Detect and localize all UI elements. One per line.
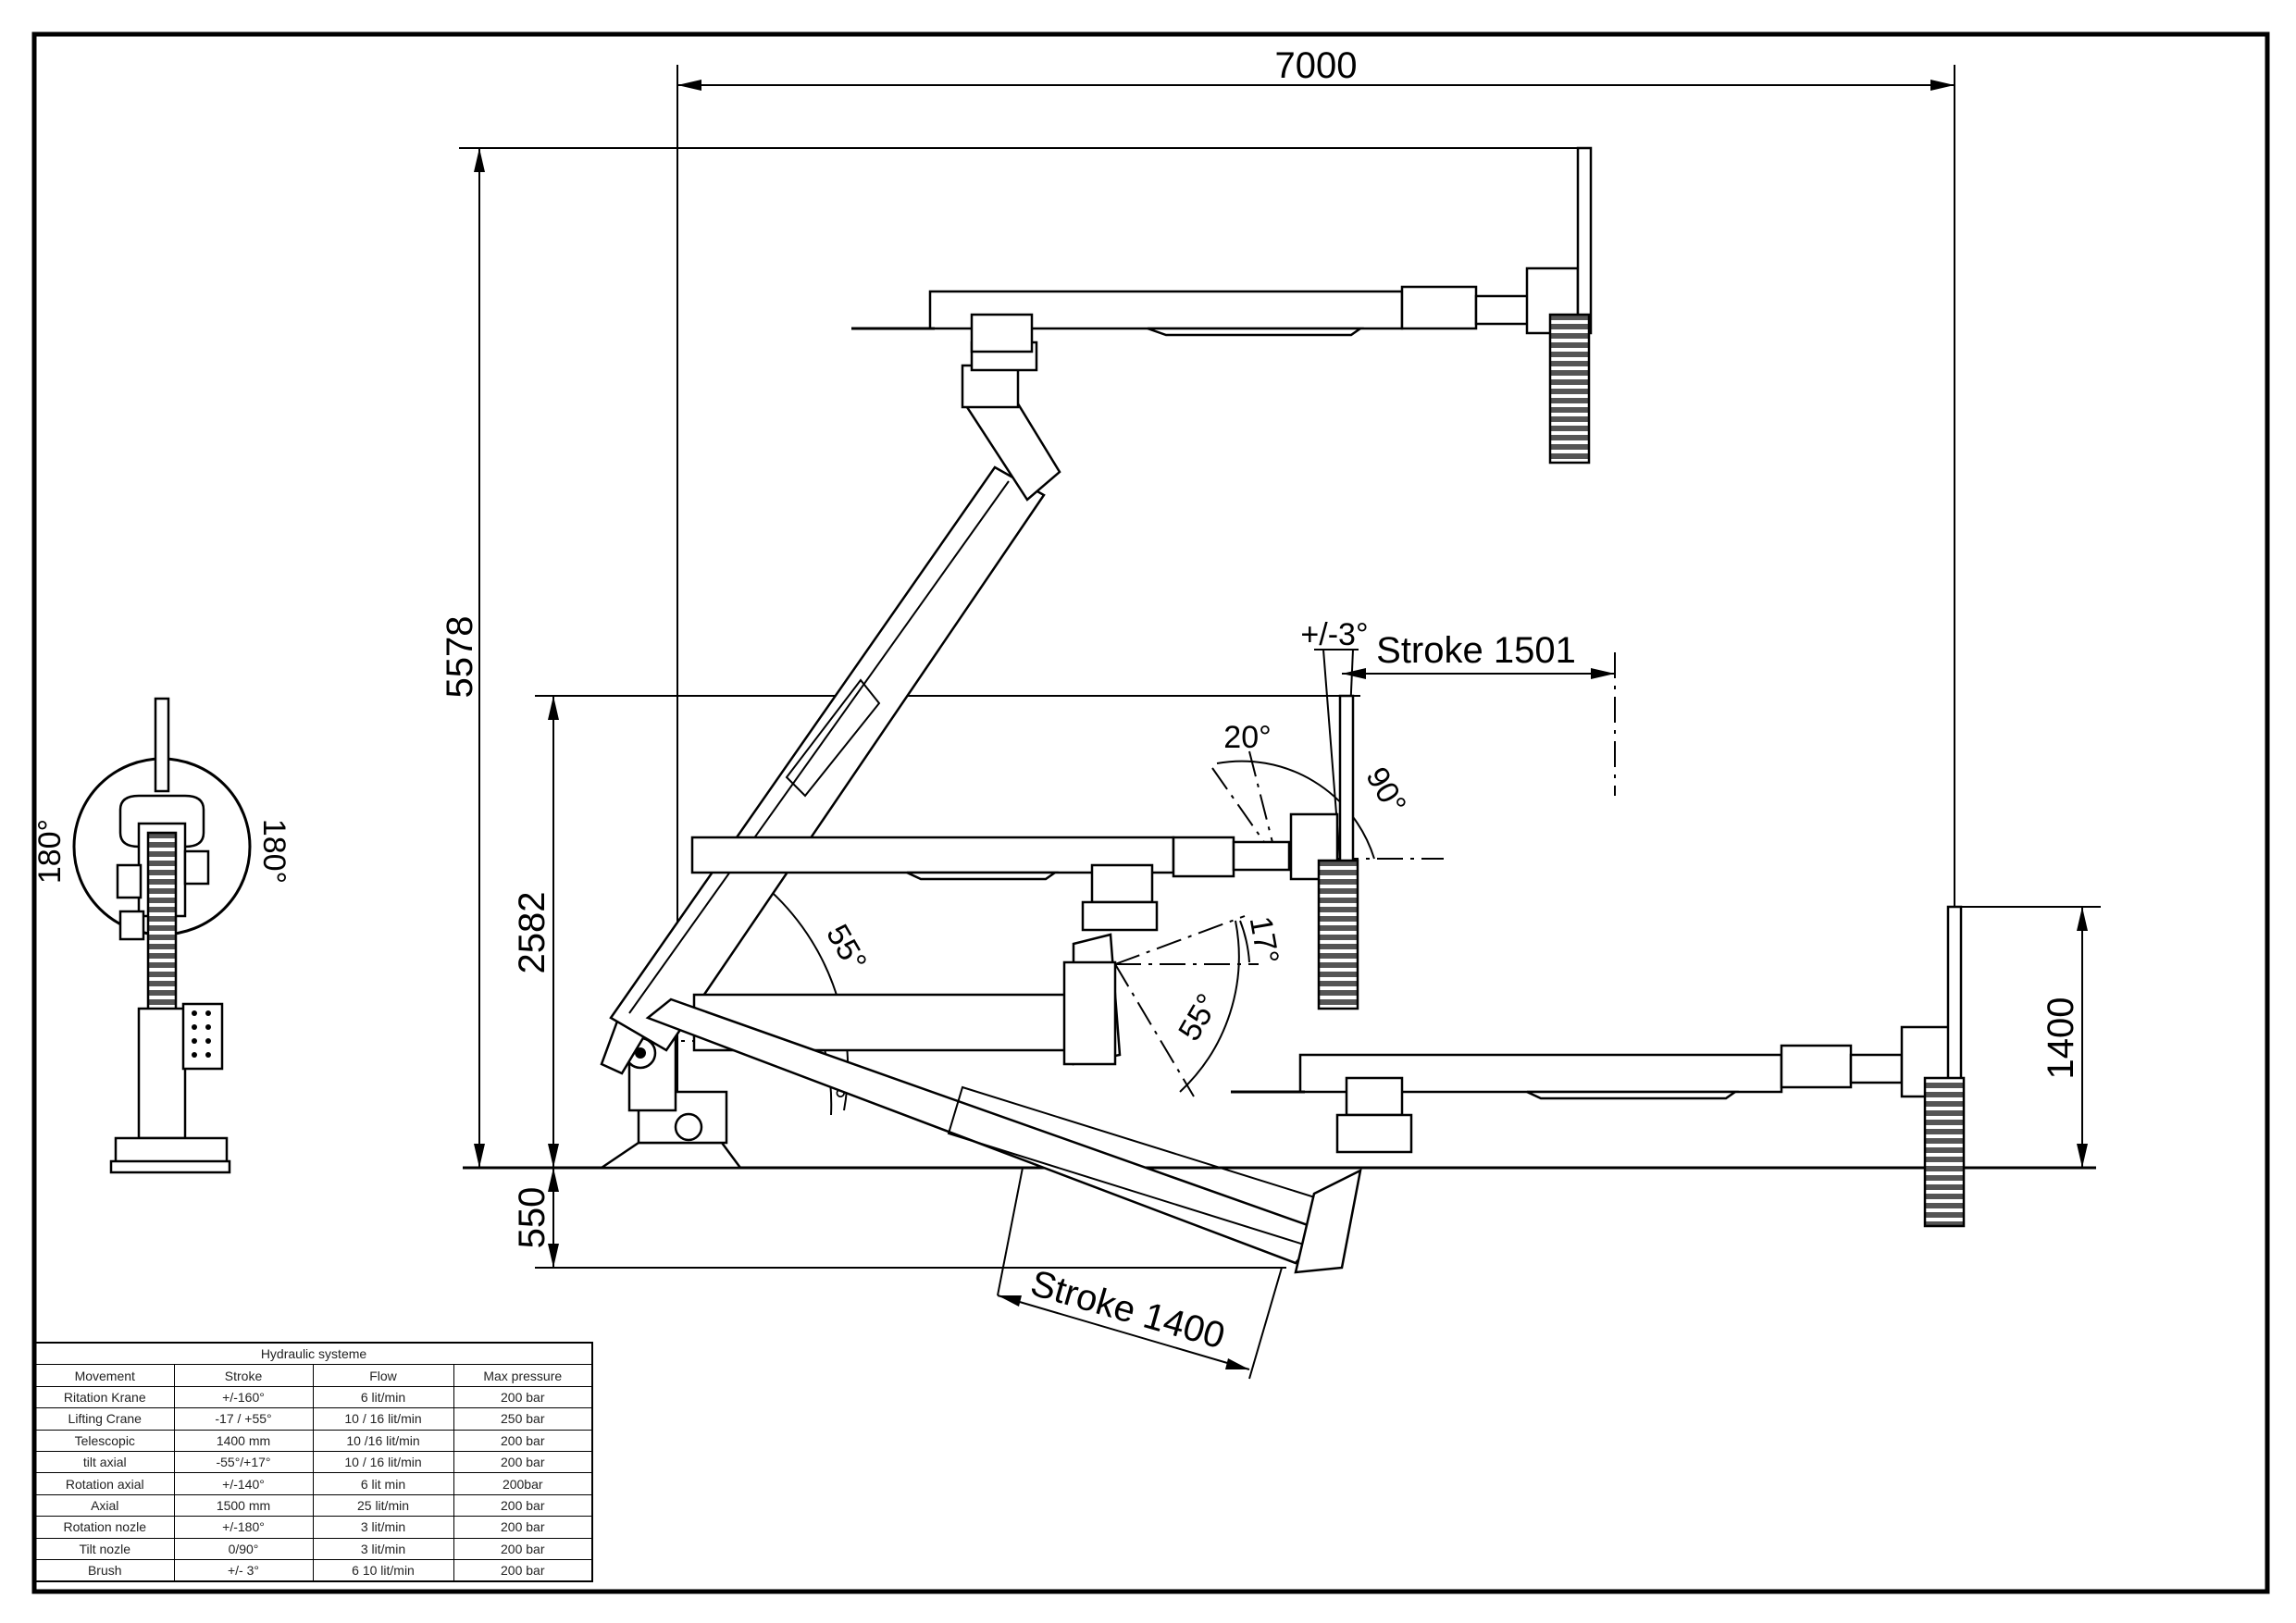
table-cell: -55°/+17° xyxy=(173,1450,314,1474)
angle-nozzle-20: 20° xyxy=(1223,720,1271,755)
table-cell: Brush xyxy=(34,1558,175,1582)
table-cell: 0/90° xyxy=(173,1537,314,1560)
table-cell: 250 bar xyxy=(453,1407,593,1431)
dim-stroke-telescopic: Stroke 1400 xyxy=(1026,1263,1229,1357)
table-cell: 6 lit min xyxy=(312,1472,454,1495)
table-row: tilt axial -55°/+17° 10 / 16 lit/min 200… xyxy=(34,1450,593,1474)
table-title: Hydraulic systeme xyxy=(34,1342,593,1366)
dim-overall-width: 7000 xyxy=(1275,45,1358,86)
col-header-max-pressure: Max pressure xyxy=(453,1364,593,1387)
table-cell: 200 bar xyxy=(453,1450,593,1474)
table-cell: +/-180° xyxy=(173,1516,314,1539)
table-row: Lifting Crane -17 / +55° 10 / 16 lit/min… xyxy=(34,1407,593,1431)
table-cell: 10 / 16 lit/min xyxy=(312,1407,454,1431)
table-cell: 3 lit/min xyxy=(312,1516,454,1539)
col-header-movement: Movement xyxy=(34,1364,175,1387)
dim-mid-height: 2582 xyxy=(512,892,552,974)
table-header-row: Movement Stroke Flow Max pressure xyxy=(34,1364,593,1387)
table-cell: 200 bar xyxy=(453,1516,593,1539)
table-cell: 10 / 16 lit/min xyxy=(312,1450,454,1474)
middle-arm-assembly xyxy=(690,694,1359,1066)
table-cell: 10 /16 lit/min xyxy=(312,1429,454,1452)
dimension-lines xyxy=(459,65,2101,1380)
table-cell: -17 / +55° xyxy=(173,1407,314,1431)
right-arm-assembly xyxy=(1231,905,1966,1228)
table-cell: +/-160° xyxy=(173,1385,314,1409)
table-cell: Telescopic xyxy=(34,1429,175,1452)
table-cell: 25 lit/min xyxy=(312,1493,454,1518)
table-cell: Lifting Crane xyxy=(34,1407,175,1431)
dim-right-height: 1400 xyxy=(2041,997,2081,1080)
boom-lowered xyxy=(645,997,1362,1274)
table-cell: 6 lit/min xyxy=(312,1385,454,1409)
table-row: Telescopic 1400 mm 10 /16 lit/min 200 ba… xyxy=(34,1429,593,1452)
table-cell: Tilt nozle xyxy=(34,1537,175,1560)
dim-stroke-axial: Stroke 1501 xyxy=(1376,630,1576,671)
table-cell: 3 lit/min xyxy=(312,1537,454,1560)
dim-overall-height: 5578 xyxy=(440,616,480,699)
table-cell: +/- 3° xyxy=(173,1558,314,1582)
table-title-row: Hydraulic systeme xyxy=(34,1342,593,1366)
dim-below-ground: 550 xyxy=(512,1187,552,1249)
table-row: Rotation nozle +/-180° 3 lit/min 200 bar xyxy=(34,1516,593,1539)
table-cell: 1400 mm xyxy=(173,1429,314,1452)
table-cell: 200 bar xyxy=(453,1429,593,1452)
table-row: Brush +/- 3° 6 10 lit/min 200 bar xyxy=(34,1558,593,1582)
table-cell: tilt axial xyxy=(34,1450,175,1474)
col-header-flow: Flow xyxy=(312,1364,454,1387)
table-cell: Axial xyxy=(34,1493,175,1518)
table-row: Tilt nozle 0/90° 3 lit/min 200 bar xyxy=(34,1537,593,1560)
angle-rotation-right: 180° xyxy=(256,819,292,884)
boom-raised xyxy=(609,341,1061,1052)
angle-tilt-down: 55° xyxy=(1172,988,1226,1047)
sheet-border xyxy=(31,31,2270,1594)
table-row: Rotation axial +/-140° 6 lit min 200bar xyxy=(34,1472,593,1495)
table-cell: 6 10 lit/min xyxy=(312,1558,454,1582)
angle-brush-tilt: +/-3° xyxy=(1300,617,1368,652)
table-cell: 200 bar xyxy=(453,1385,593,1409)
hydraulic-table: Hydraulic systeme Movement Stroke Flow M… xyxy=(34,1342,593,1583)
table-row: Ritation Krane +/-160° 6 lit/min 200 bar xyxy=(34,1385,593,1409)
table-cell: Rotation axial xyxy=(34,1472,175,1495)
col-header-stroke: Stroke xyxy=(173,1364,314,1387)
table-cell: Ritation Krane xyxy=(34,1385,175,1409)
angle-rotation-left: 180° xyxy=(32,819,68,884)
table-cell: 200 bar xyxy=(453,1558,593,1582)
table-cell: Rotation nozle xyxy=(34,1516,175,1539)
angle-nozzle-90: 90° xyxy=(1359,762,1413,821)
table-cell: 1500 mm xyxy=(173,1493,314,1518)
table-cell: 200 bar xyxy=(453,1537,593,1560)
table-cell: +/-140° xyxy=(173,1472,314,1495)
table-row: Axial 1500 mm 25 lit/min 200 bar xyxy=(34,1493,593,1518)
side-view-machine xyxy=(72,697,252,1174)
table-cell: 200 bar xyxy=(453,1493,593,1518)
table-cell: 200bar xyxy=(453,1472,593,1495)
top-arm-assembly xyxy=(851,146,1593,465)
